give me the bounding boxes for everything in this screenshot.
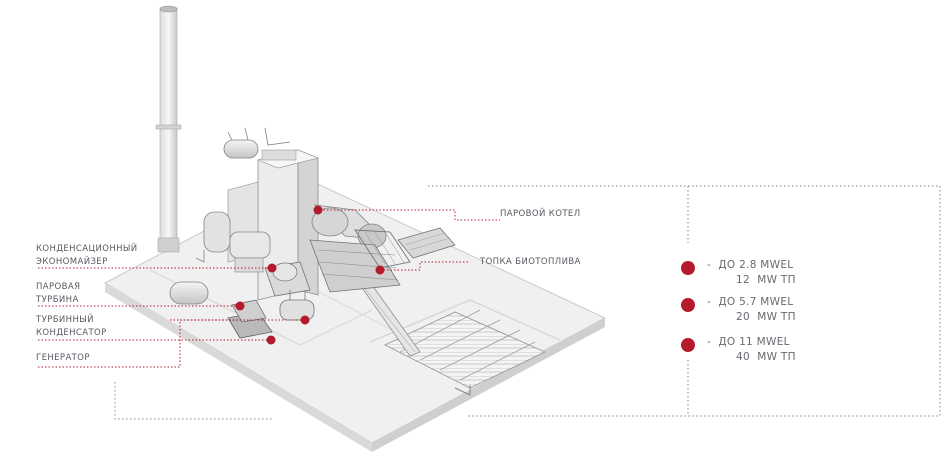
- capacity-electric: - ДО 5.7 MWEL: [707, 296, 794, 308]
- label-condensing-economizer-1: КОНДЕНСАЦИОННЫЙ: [36, 244, 138, 254]
- marker-dot-icon: [681, 338, 695, 352]
- capacity-row-2: - ДО 5.7 MWEL 20 MW ТП: [681, 296, 841, 326]
- marker-dot-furnace: [375, 265, 385, 275]
- marker-dot-economizer: [267, 263, 277, 273]
- marker-dot-turbine: [235, 301, 245, 311]
- capacity-electric: - ДО 11 MWEL: [707, 336, 790, 348]
- chimney: [155, 5, 182, 253]
- turbine-condenser: [279, 290, 315, 321]
- label-biofuel-furnace: ТОПКА БИОТОПЛИВА: [480, 257, 581, 267]
- fuel-storage-grates: [384, 309, 546, 396]
- storage-tank: [169, 281, 209, 305]
- marker-dot-icon: [681, 298, 695, 312]
- label-turbine-condenser-2: КОНДЕНСАТОР: [36, 328, 107, 338]
- steam-turbine: [264, 261, 311, 297]
- label-generator: ГЕНЕРАТОР: [36, 353, 90, 363]
- boiler-house: [227, 149, 319, 301]
- marker-dot-condenser: [300, 315, 310, 325]
- capacity-thermal: 40 MW ТП: [736, 351, 796, 363]
- capacity-thermal: 20 MW ТП: [736, 311, 796, 323]
- marker-dot-generator: [266, 335, 276, 345]
- marker-dot-icon: [681, 261, 695, 275]
- capacity-row-3: - ДО 11 MWEL 40 MW ТП: [681, 336, 841, 366]
- capacity-thermal: 12 MW ТП: [736, 274, 796, 286]
- top-tank: [223, 127, 291, 159]
- component-markers: [235, 205, 385, 345]
- biofuel-furnace: [309, 227, 456, 293]
- marker-dot-boiler: [313, 205, 323, 215]
- label-steam-turbine-2: ТУРБИНА: [36, 295, 79, 305]
- label-condensing-economizer-2: ЭКОНОМАЙЗЕР: [36, 257, 108, 267]
- label-steam-boiler: ПАРОВОЙ КОТЕЛ: [500, 209, 581, 219]
- label-steam-turbine-1: ПАРОВАЯ: [36, 282, 81, 292]
- frame-guides: [114, 185, 941, 420]
- steam-boiler: [311, 204, 387, 249]
- callout-leaders: [38, 209, 500, 368]
- capacity-electric: - ДО 2.8 MWEL: [707, 259, 794, 271]
- label-turbine-condenser-1: ТУРБИННЫЙ: [36, 315, 94, 325]
- capacity-row-1: - ДО 2.8 MWEL 12 MW ТП: [681, 259, 841, 289]
